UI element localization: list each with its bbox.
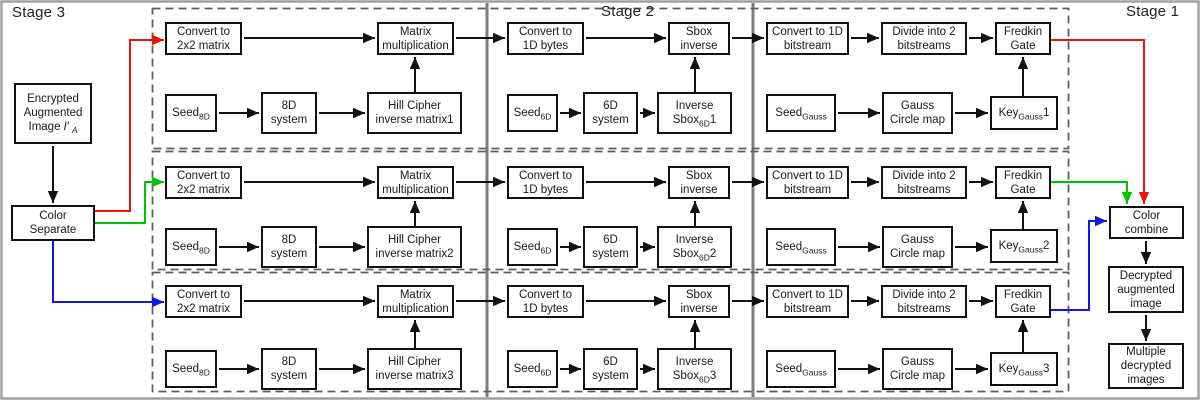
red-channel-paths xyxy=(95,34,1150,212)
seed-6d-box-row3: Seed6D xyxy=(507,350,558,388)
blue-channel-paths xyxy=(52,215,1107,311)
row-dashed-borders xyxy=(151,7,1070,393)
key-gauss-box-row1: KeyGauss1 xyxy=(990,96,1058,130)
inverse-sbox-box-row3: Inverse Sbox6D3 xyxy=(657,348,732,390)
green-path-to-row2 xyxy=(95,176,164,224)
blue-path-to-combine xyxy=(1051,215,1107,311)
seed-8d-box-row3: Seed8D xyxy=(165,350,217,388)
seed-gauss-box-row1: SeedGauss xyxy=(766,94,836,132)
seed-8d-box-row2: Seed8D xyxy=(165,228,217,266)
red-path-to-row1 xyxy=(95,34,164,212)
decrypted-augmented-image-box: Decrypted augmented image xyxy=(1108,266,1184,313)
math-symbol: I′ xyxy=(63,121,69,134)
black-connectors xyxy=(47,32,1152,375)
green-path-to-combine xyxy=(1051,181,1133,204)
inverse-sbox-box-row2: Inverse Sbox6D2 xyxy=(657,226,732,268)
stage-separator-lines xyxy=(485,3,755,397)
seed-gauss-box-row2: SeedGauss xyxy=(766,228,836,266)
stage1-label: Stage 1 xyxy=(1126,3,1180,20)
stage3-label: Stage 3 xyxy=(12,4,66,21)
seed-gauss-box-row3: SeedGauss xyxy=(766,350,836,388)
seed-6d-box-row2: Seed6D xyxy=(507,228,558,266)
blue-path-to-row3 xyxy=(52,241,164,308)
inverse-sbox-box-row1: Inverse Sbox6D1 xyxy=(657,92,732,134)
seed-8d-box-row1: Seed8D xyxy=(165,94,217,132)
multiple-decrypted-images-box: Multiple decrypted images xyxy=(1108,343,1184,389)
key-gauss-box-row2: KeyGauss2 xyxy=(990,229,1058,263)
color-separate-box: Color Separate xyxy=(11,205,95,241)
stage2-label: Stage 2 xyxy=(601,3,655,20)
red-path-to-combine xyxy=(1051,39,1150,204)
seed-6d-box-row1: Seed6D xyxy=(507,94,558,132)
green-channel-paths xyxy=(95,176,1133,224)
key-gauss-box-row3: KeyGauss3 xyxy=(990,352,1058,386)
